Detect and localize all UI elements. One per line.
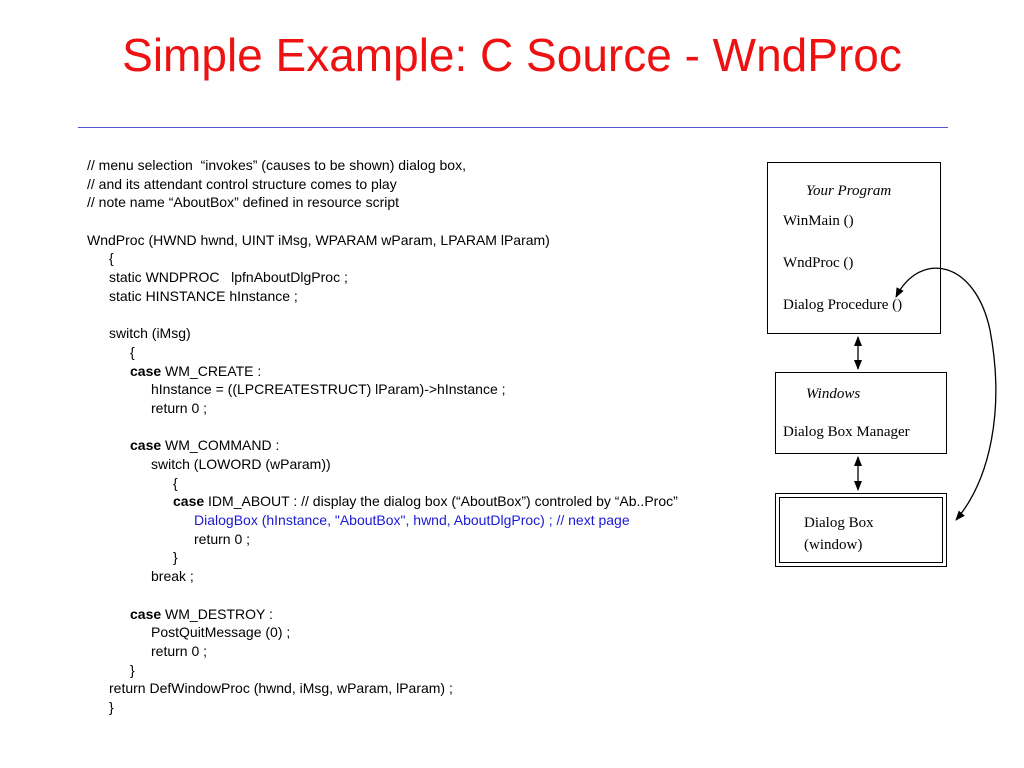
dialog-box-label-line2: (window) (804, 537, 863, 553)
code-text: return DefWindowProc (hwnd, iMsg, wParam… (109, 680, 453, 697)
code-line: DialogBox (hInstance, "AboutBox", hwnd, … (87, 511, 678, 530)
code-text: } (109, 698, 114, 715)
dialog-box-label-line1: Dialog Box (804, 515, 874, 531)
code-keyword: case (130, 362, 162, 379)
dialog-procedure-label: Dialog Procedure () (783, 297, 903, 313)
your-program-heading: Your Program (806, 183, 892, 199)
code-text: WM_CREATE : (161, 362, 262, 379)
code-line: // menu selection “invokes” (causes to b… (87, 156, 678, 175)
code-text: } (173, 549, 178, 566)
code-line: { (87, 343, 678, 362)
code-text: WM_COMMAND : (161, 437, 280, 454)
title-divider (78, 127, 948, 128)
code-text: // menu selection “invokes” (causes to b… (87, 157, 466, 173)
dialog-box-manager-label: Dialog Box Manager (783, 424, 910, 440)
code-line: return 0 ; (87, 530, 678, 549)
code-text: { (173, 474, 178, 491)
code-text: switch (iMsg) (109, 325, 191, 342)
code-line: } (87, 548, 678, 567)
code-line: { (87, 249, 678, 268)
code-text: switch (LOWORD (wParam)) (151, 456, 331, 472)
code-text: WM_DESTROY : (161, 605, 273, 622)
code-line: return DefWindowProc (hwnd, iMsg, wParam… (87, 679, 678, 698)
code-line: break ; (87, 567, 678, 586)
code-text: static WNDPROC lpfnAboutDlgProc ; (109, 269, 348, 286)
code-line: switch (LOWORD (wParam)) (87, 455, 678, 474)
wndproc-label: WndProc () (783, 255, 854, 271)
code-line: return 0 ; (87, 642, 678, 661)
code-line: { (87, 474, 678, 493)
code-line: switch (iMsg) (87, 324, 678, 343)
code-line: WndProc (HWND hwnd, UINT iMsg, WPARAM wP… (87, 231, 678, 250)
code-line: case WM_CREATE : (87, 362, 678, 381)
code-text: static HINSTANCE hInstance ; (109, 287, 298, 304)
wndproc-dialog-curve-arrow (895, 267, 997, 521)
code-keyword: case (130, 437, 162, 454)
code-keyword: case (130, 605, 162, 622)
code-text: // and its attendant control structure c… (87, 175, 397, 192)
winmain-label: WinMain () (783, 213, 854, 229)
code-line: PostQuitMessage (0) ; (87, 623, 678, 642)
code-line: return 0 ; (87, 399, 678, 418)
code-text: WndProc (HWND hwnd, UINT iMsg, WPARAM wP… (87, 231, 550, 248)
code-line: hInstance = ((LPCREATESTRUCT) lParam)->h… (87, 380, 678, 399)
code-line: static HINSTANCE hInstance ; (87, 287, 678, 306)
code-text: DialogBox (hInstance, "AboutBox", hwnd, … (194, 512, 630, 529)
slide-title: Simple Example: C Source - WndProc (122, 29, 902, 81)
code-text: { (109, 250, 114, 267)
code-line: case IDM_ABOUT : // display the dialog b… (87, 492, 678, 511)
code-text: return 0 ; (194, 530, 251, 547)
dialog-box-inner-frame: Dialog Box (window) (779, 497, 943, 563)
code-line: // and its attendant control structure c… (87, 175, 678, 194)
code-line: } (87, 698, 678, 717)
code-line: // note name “AboutBox” defined in resou… (87, 193, 678, 212)
windows-heading: Windows (806, 386, 861, 402)
code-line: case WM_DESTROY : (87, 605, 678, 624)
code-text: // note name “AboutBox” defined in resou… (87, 194, 400, 211)
code-text: return 0 ; (151, 642, 208, 659)
code-text: { (130, 343, 135, 360)
code-text: hInstance = ((LPCREATESTRUCT) lParam)->h… (151, 381, 506, 398)
code-text: break ; (151, 568, 194, 585)
code-line: static WNDPROC lpfnAboutDlgProc ; (87, 268, 678, 287)
code-keyword: case (173, 493, 205, 510)
code-line: } (87, 661, 678, 680)
code-listing: // menu selection “invokes” (causes to b… (87, 156, 678, 717)
code-line: case WM_COMMAND : (87, 436, 678, 455)
code-text: return 0 ; (151, 399, 208, 416)
code-text: PostQuitMessage (0) ; (151, 624, 291, 641)
code-text: IDM_ABOUT : // display the dialog box (“… (204, 493, 678, 510)
code-text: } (130, 661, 135, 678)
